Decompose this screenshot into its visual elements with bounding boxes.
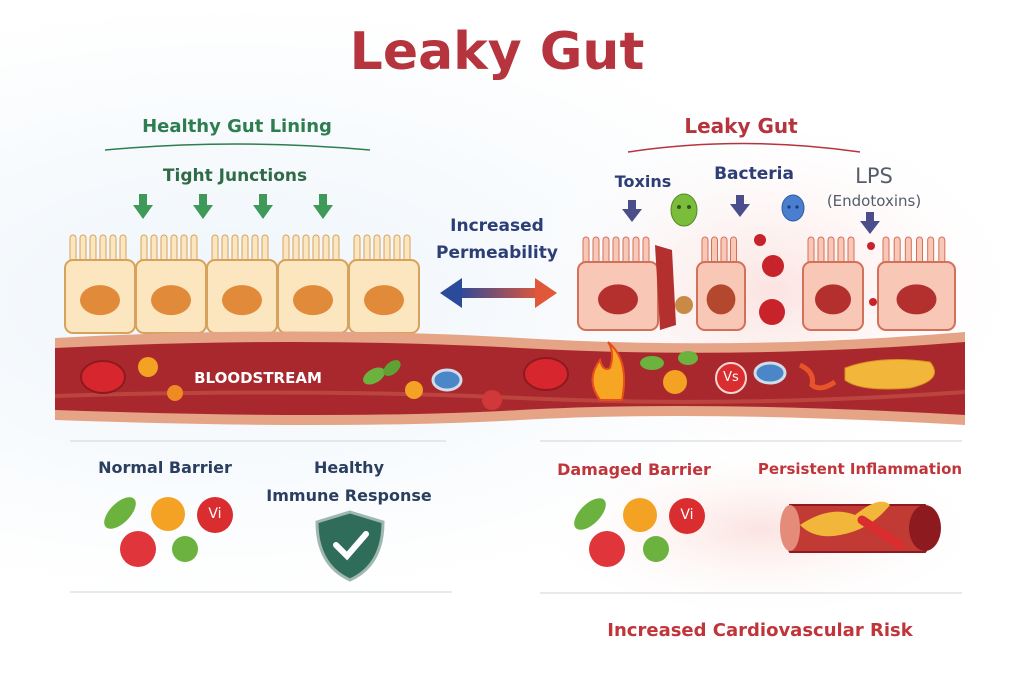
epithelial-cell: [64, 234, 136, 334]
leaf-icon: [104, 497, 136, 529]
blood-vessel: [54, 331, 966, 425]
permeability-line1: Increased: [450, 216, 544, 236]
damaged-barrier-label: Damaged Barrier: [557, 460, 711, 479]
vs-badge-icon: [715, 362, 747, 394]
nucleus: [815, 284, 851, 315]
permeability-arrow-icon: [440, 278, 557, 308]
inflammation-label: Persistent Inflammation: [757, 460, 963, 478]
bloodstream-label: BLOODSTREAM: [194, 369, 322, 387]
down-arrow-icon: [860, 212, 880, 234]
normal-barrier-nutrients: [104, 497, 233, 567]
nutrient-icon: [482, 390, 502, 410]
leaky-cells: [577, 236, 956, 331]
nutrient-icon: [623, 498, 657, 532]
epithelial-cell: [802, 236, 864, 331]
epithelial-cell: [277, 234, 349, 334]
leaky-underline: [627, 142, 861, 153]
page-title: Leaky Gut: [349, 22, 645, 82]
bottom-glow: [530, 440, 990, 620]
leaf-icon: [640, 356, 664, 370]
nutrient-icon: [589, 531, 625, 567]
nutrient-icon: [151, 497, 185, 531]
epithelial-cell: [877, 236, 956, 331]
escaping-particles: [675, 234, 877, 325]
toxin-microbe-icon: [670, 193, 698, 227]
bacteria-label: Bacteria: [714, 164, 794, 184]
down-arrow-icon: [193, 194, 213, 219]
nucleus: [364, 285, 404, 316]
bacteria-microbe-icon: [781, 194, 805, 222]
permeability-line2: Permeability: [436, 243, 558, 263]
healthy-heading: Healthy Gut Lining: [142, 116, 332, 137]
vs-badge: Vs: [723, 370, 739, 385]
leaf-icon: [678, 351, 698, 365]
dividers: [70, 440, 962, 594]
immune-line1: Healthy: [314, 458, 384, 477]
immune-line2: Immune Response: [266, 486, 432, 505]
red-blood-cell-icon: [523, 357, 569, 391]
inflamed-artery-icon: [780, 501, 941, 553]
healthy-underline: [104, 143, 371, 151]
cell-icon: [753, 361, 787, 385]
down-arrow-icon: [133, 194, 153, 219]
healthy-cells: [64, 234, 420, 334]
nutrient-icon: [120, 531, 156, 567]
nutrient-icon: [643, 536, 669, 562]
tight-junction-arrows: [133, 194, 333, 219]
fire-icon: [591, 341, 626, 401]
toxins-label: Toxins: [614, 172, 672, 191]
vi-badge-icon: [669, 498, 705, 534]
epithelial-cell: [348, 234, 420, 334]
normal-barrier-label: Normal Barrier: [98, 458, 232, 477]
leaf-icon: [363, 367, 385, 385]
nucleus: [598, 284, 638, 315]
nutrient-icon: [663, 370, 687, 394]
nutrient-icon: [405, 381, 423, 399]
lps-label: LPS: [855, 164, 893, 188]
down-arrow-icon: [622, 200, 642, 222]
leaky-heading: Leaky Gut: [684, 114, 798, 138]
nucleus: [80, 285, 120, 316]
epithelial-cell: [135, 234, 207, 334]
down-arrow-icon: [730, 195, 750, 217]
nucleus: [706, 284, 736, 315]
tight-junctions-label: Tight Junctions: [162, 166, 308, 186]
shield-check-icon: [315, 510, 385, 582]
nucleus: [222, 285, 262, 316]
leaf-icon: [383, 360, 401, 376]
nutrient-icon: [172, 536, 198, 562]
red-blood-cell-icon: [80, 360, 126, 394]
epithelial-cell: [696, 236, 746, 331]
nutrient-icon: [167, 385, 183, 401]
nutrient-icon: [138, 357, 158, 377]
inflammation-marker-icon: [798, 362, 837, 391]
down-arrow-icon: [313, 194, 333, 219]
vi-badge-right: Vi: [680, 507, 694, 523]
epithelial-cell: [577, 236, 659, 331]
epithelial-cell: [206, 234, 278, 334]
damaged-junction: [655, 245, 676, 330]
plaque-icon: [844, 359, 935, 390]
lps-sublabel: (Endotoxins): [826, 192, 922, 210]
leaf-icon: [574, 498, 606, 530]
nucleus: [896, 284, 937, 315]
cardiovascular-risk-label: Increased Cardiovascular Risk: [607, 620, 913, 641]
down-arrow-icon: [253, 194, 273, 219]
nucleus: [293, 285, 333, 316]
vi-badge-icon: [197, 497, 233, 533]
blood-contents: [80, 341, 935, 410]
vi-badge-left: Vi: [208, 506, 222, 522]
damaged-barrier-nutrients: [574, 498, 705, 567]
leaky-arrows: [622, 195, 880, 234]
cell-icon: [431, 368, 463, 392]
nucleus: [151, 285, 191, 316]
